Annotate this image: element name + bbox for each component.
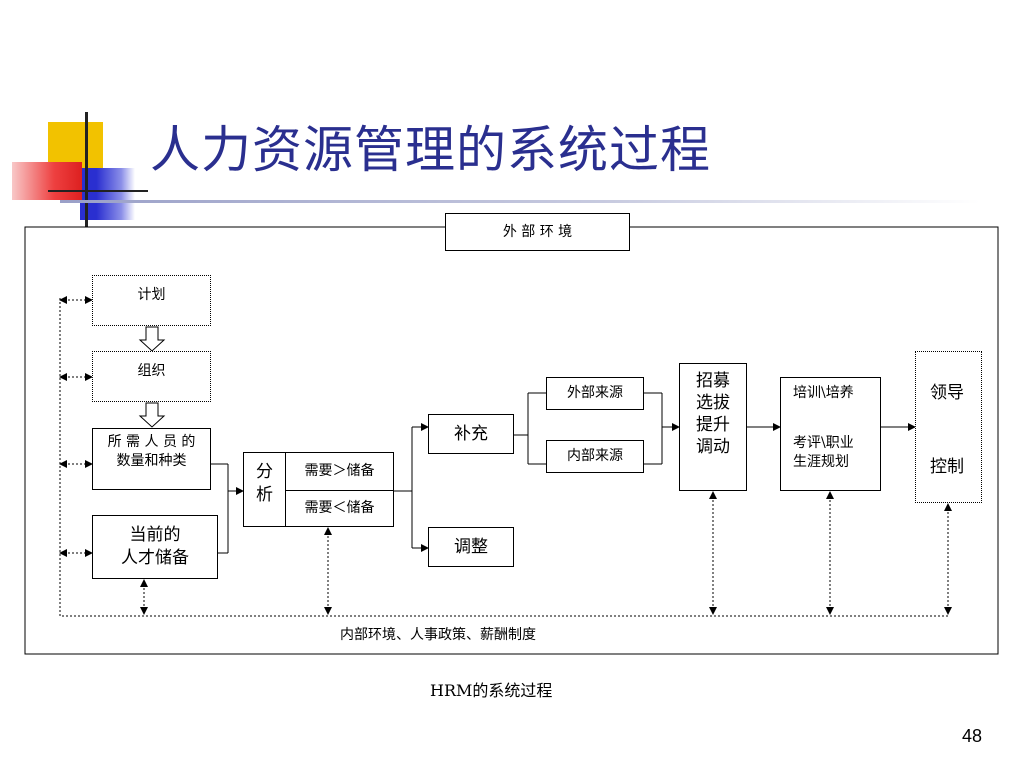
internal-environment-label: 内部环境、人事政策、薪酬制度 [340, 627, 536, 643]
external-source-label: 外部来源 [567, 385, 623, 402]
supplement-label: 补充 [454, 423, 488, 444]
adjust-box: 调整 [428, 527, 514, 567]
plan-label: 计划 [137, 287, 166, 303]
title-underline [60, 200, 980, 203]
required-staff-label: 所 需 人 员 的 数量和种类 [107, 434, 196, 469]
adjust-label: 调整 [454, 536, 488, 557]
external-source-box: 外部来源 [546, 377, 644, 410]
training-label: 培训\培养 [793, 385, 854, 401]
deco-horizontal-line [48, 190, 148, 192]
analysis-label: 分 析 [256, 462, 273, 505]
current-talent-box: 当前的 人才储备 [92, 515, 218, 579]
plan-box: 计划 [92, 275, 211, 326]
appraisal-label: 考评\职业 生涯规划 [793, 435, 854, 470]
recruit-box: 招募 选拔 提升 调动 [679, 363, 747, 491]
internal-source-label: 内部来源 [567, 448, 623, 465]
demand-greater-label: 需要＞储备 [304, 463, 375, 480]
recruit-label: 招募 选拔 提升 调动 [696, 371, 730, 458]
leadership-label: 领导 [930, 383, 964, 403]
diagram-caption: HRM的系统过程 [430, 681, 553, 700]
deco-blue-square [80, 168, 135, 220]
demand-less-label: 需要＜储备 [304, 500, 375, 517]
slide-title: 人力资源管理的系统过程 [150, 121, 711, 179]
training-appraisal-box: 培训\培养 考评\职业 生涯规划 [780, 377, 881, 491]
page-number: 48 [962, 726, 983, 746]
analysis-box: 分 析 [243, 452, 286, 527]
external-environment-box: 外 部 环 境 [445, 213, 630, 251]
required-staff-box: 所 需 人 员 的 数量和种类 [92, 428, 211, 490]
external-environment-label: 外 部 环 境 [502, 223, 573, 240]
supplement-box: 补充 [428, 414, 514, 454]
demand-greater-box: 需要＞储备 [285, 452, 394, 491]
deco-vertical-line [85, 112, 88, 227]
control-label: 控制 [930, 457, 964, 477]
organize-box: 组织 [92, 351, 211, 402]
current-talent-label: 当前的 人才储备 [121, 525, 189, 568]
leadership-control-box: 领导 控制 [915, 351, 982, 503]
demand-less-box: 需要＜储备 [285, 490, 394, 527]
internal-source-box: 内部来源 [546, 440, 644, 473]
organize-label: 组织 [137, 363, 166, 379]
deco-red-square [12, 162, 82, 200]
